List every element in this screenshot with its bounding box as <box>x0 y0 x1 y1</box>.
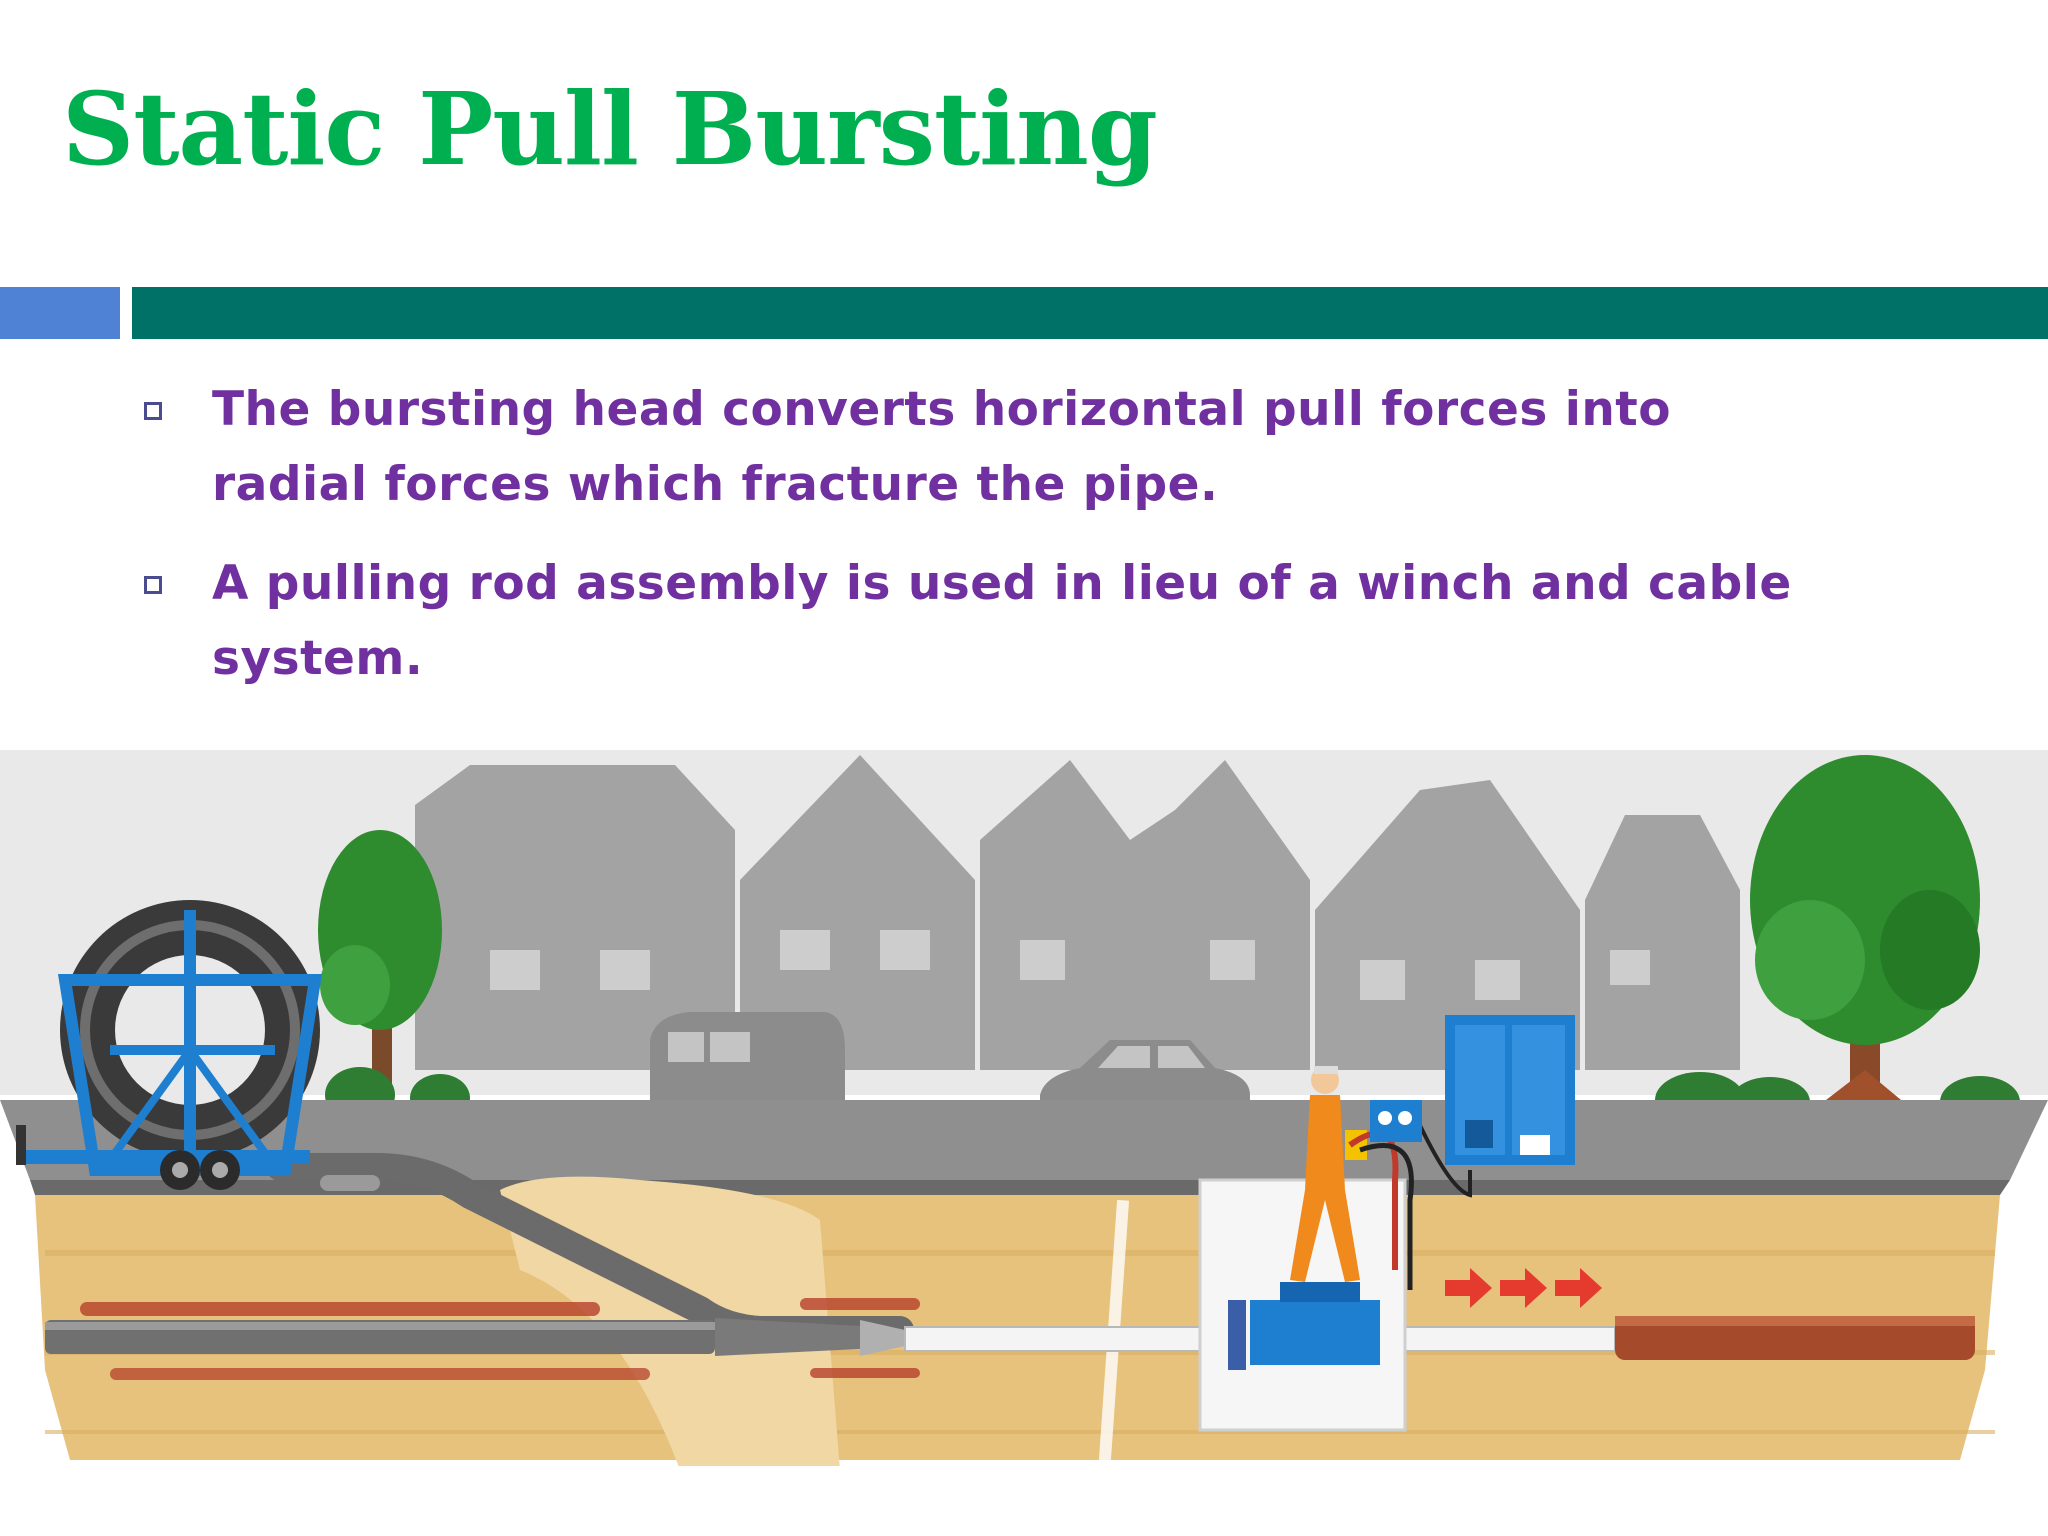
square-bullet-icon <box>144 402 162 420</box>
bullet-item: The bursting head converts horizontal pu… <box>140 372 1820 522</box>
house-windows <box>490 930 1650 1000</box>
pulling-unit <box>1250 1300 1380 1365</box>
bullet-item: A pulling rod assembly is used in lieu o… <box>140 546 1820 696</box>
pipe-reel-icon <box>16 900 323 1190</box>
arrow-right-icon <box>1445 1268 1602 1308</box>
tree-icon <box>318 830 442 1105</box>
bullet-text: A pulling rod assembly is used in lieu o… <box>212 556 1792 686</box>
pipe-bursting-illustration <box>0 750 2048 1466</box>
control-console <box>1370 1100 1422 1142</box>
pipe-fragments <box>80 1298 920 1380</box>
title-band-accent <box>0 287 120 339</box>
square-bullet-icon <box>144 576 162 594</box>
title-band <box>132 287 2048 339</box>
guide-rollers <box>320 1175 380 1191</box>
bullet-list: The bursting head converts horizontal pu… <box>140 372 1820 720</box>
power-pack-icon <box>1445 1015 1575 1165</box>
old-clay-pipe <box>1615 1316 1975 1360</box>
slide-title: Static Pull Bursting <box>62 70 1158 188</box>
bursting-head-icon <box>860 1320 905 1356</box>
tree-icon <box>1750 755 1980 1120</box>
bullet-text: The bursting head converts horizontal pu… <box>212 382 1672 512</box>
